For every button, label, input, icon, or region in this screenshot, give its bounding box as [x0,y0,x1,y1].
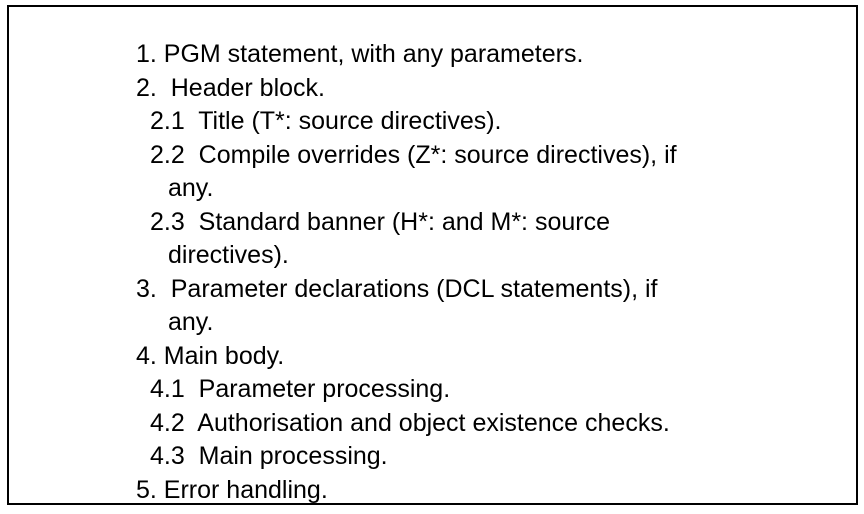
list-item: 5. Error handling. [136,475,328,504]
list-item: 2. Header block. [136,73,325,102]
list-item: 2.1 Title (T*: source directives). [150,107,502,135]
list-item-continuation: directives). [168,241,289,269]
list-item-continuation: any. [168,174,214,202]
list-item: 1. PGM statement, with any parameters. [136,40,584,68]
list-item: 4.1 Parameter processing. [150,375,451,403]
list-item: 3. Parameter declarations (DCL statement… [136,274,658,303]
list-item: 2.3 Standard banner (H*: and M*: source [150,207,610,236]
list-item: 4.3 Main processing. [150,442,388,470]
outline-list: 1. PGM statement, with any parameters. 2… [9,7,856,507]
list-item: 4.2 Authorisation and object existence c… [150,408,670,437]
document-border-frame: 1. PGM statement, with any parameters. 2… [7,5,858,505]
list-item: 2.2 Compile overrides (Z*: source direct… [150,140,677,169]
list-item: 4. Main body. [136,341,285,370]
list-item-continuation: any. [168,308,214,336]
